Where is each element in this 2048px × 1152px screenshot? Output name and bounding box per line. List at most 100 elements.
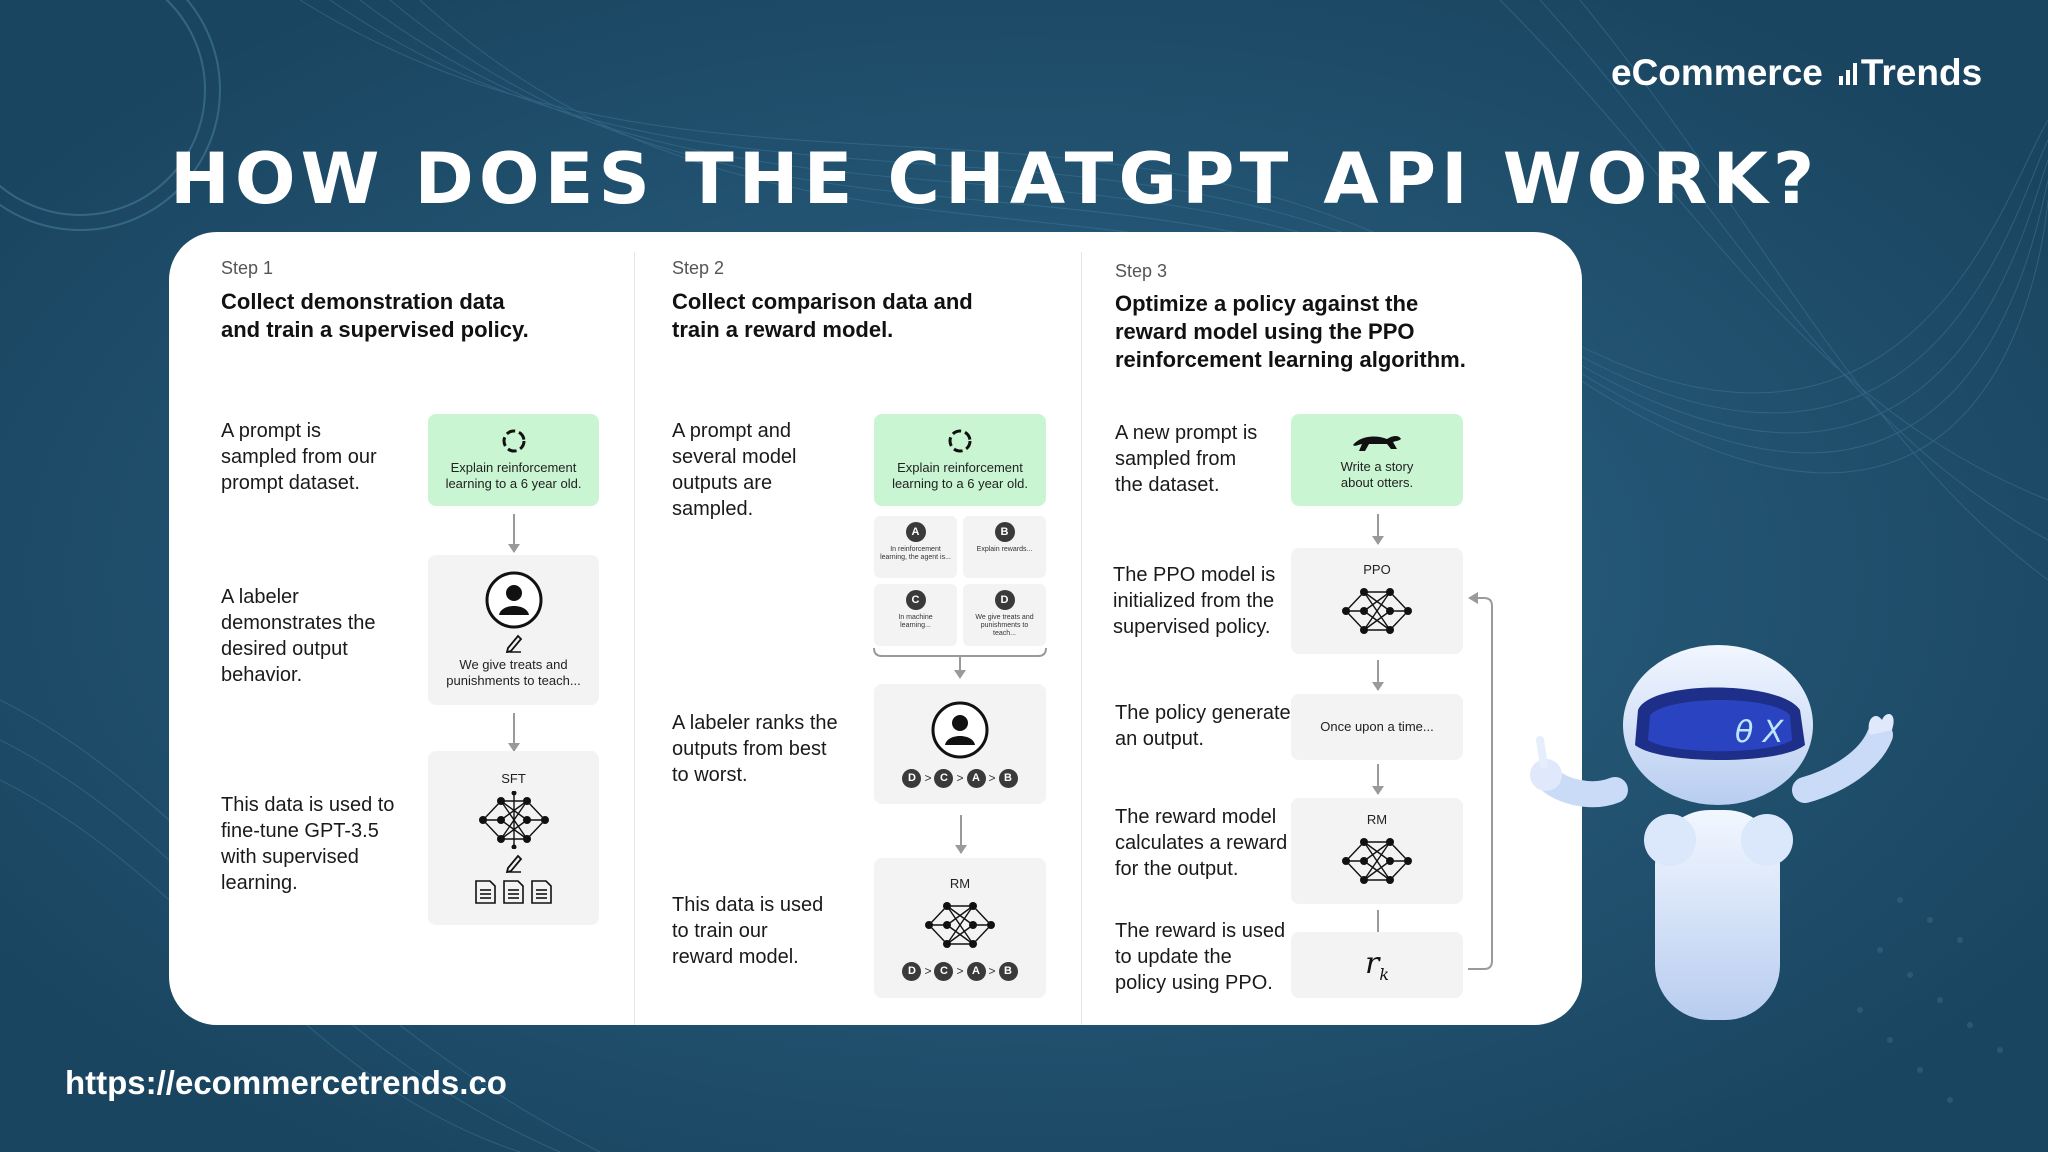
step-description: This data is used to train our reward mo…: [672, 892, 823, 970]
pencil-icon: [505, 634, 522, 653]
desc-line: for the output.: [1115, 858, 1239, 880]
neural-network-icon: [925, 901, 995, 948]
desc-line: A prompt is: [221, 420, 322, 442]
neural-network-icon: [478, 791, 549, 849]
heading-line: Optimize a policy against the: [1115, 291, 1419, 316]
output-letter: D: [994, 590, 1015, 610]
step-heading: Collect comparison data and train a rewa…: [672, 288, 973, 344]
desc-line: fine-tune GPT-3.5: [221, 820, 379, 842]
output-text: We give treats and punishments to teach.…: [975, 614, 1034, 637]
rank-item: C: [934, 961, 954, 981]
heading-line: Collect comparison data and: [672, 289, 973, 314]
feedback-loop-arrow: [1468, 592, 1493, 970]
model-label: SFT: [501, 771, 526, 786]
desc-line: A prompt and: [672, 420, 791, 442]
model-output-c: C In machine learning...: [874, 584, 957, 646]
prompt-text: Write a story: [1340, 459, 1414, 474]
step-label: Step 3: [1115, 261, 1168, 281]
reward-model-box: RM: [1291, 798, 1463, 904]
desc-line: outputs from best: [672, 738, 827, 760]
output-letter: B: [994, 522, 1015, 542]
down-arrow: [1372, 514, 1384, 545]
desc-line: initialized from the: [1113, 590, 1275, 612]
person-icon: [485, 571, 542, 629]
model-label: PPO: [1363, 562, 1391, 577]
desc-line: the dataset.: [1115, 474, 1220, 496]
desc-line: an output.: [1115, 728, 1204, 750]
person-icon: [931, 701, 989, 758]
model-label: RM: [949, 875, 971, 891]
desc-line: The PPO model is: [1113, 564, 1276, 586]
desc-line: sampled.: [672, 498, 754, 520]
rank-item: D: [902, 961, 922, 981]
desc-line: supervised policy.: [1113, 616, 1271, 638]
labeler-box: We give treats and punishments to teach.…: [428, 555, 599, 705]
desc-line: A labeler ranks the: [672, 712, 838, 734]
rank-item: C: [934, 768, 954, 788]
prompt-text: about otters.: [1340, 475, 1414, 490]
desc-line: sampled from our: [221, 446, 377, 468]
ranking-row: D> C> A> B: [902, 768, 1018, 788]
desc-line: several model: [672, 446, 797, 468]
desc-line: to train our: [672, 920, 768, 942]
neural-network-icon: [1342, 588, 1412, 634]
heading-line: Collect demonstration data: [221, 289, 505, 314]
bars-icon: [1838, 61, 1857, 85]
prompt-box: Write a story about otters.: [1291, 414, 1463, 506]
heading-line: train a reward model.: [672, 317, 894, 342]
column-divider: [634, 252, 635, 1025]
step-description: A prompt is sampled from our prompt data…: [221, 418, 377, 496]
desc-line: This data is used: [672, 894, 824, 916]
desc-line: sampled from: [1115, 448, 1237, 470]
prompt-box: Explain reinforcement learning to a 6 ye…: [428, 414, 599, 506]
robot-mascot: θ X: [1530, 645, 1894, 1020]
output-text: In machine learning...: [898, 614, 933, 629]
diagram-card: Step 1 Collect demonstration data and tr…: [169, 232, 1582, 1025]
desc-line: desired output: [221, 638, 348, 660]
model-label: RM: [1366, 812, 1388, 827]
desc-line: This data is used to: [221, 794, 395, 816]
rank-item: B: [998, 768, 1018, 788]
website-url[interactable]: https://ecommercetrends.co: [65, 1064, 507, 1101]
pencil-icon: [505, 854, 522, 873]
down-arrow: [955, 815, 967, 854]
heading-line: and train a supervised policy.: [221, 317, 529, 342]
rank-item: B: [998, 961, 1018, 981]
output-text: Explain rewards...: [976, 546, 1033, 553]
reward-symbol: rk: [1365, 946, 1389, 984]
sft-model-box: SFT: [428, 751, 599, 925]
step-3-column: Step 3 Optimize a policy against the rew…: [1081, 232, 1582, 1025]
desc-line: behavior.: [221, 664, 303, 686]
output-text: Once upon a time...: [1320, 719, 1434, 734]
desc-line: The reward model: [1115, 806, 1277, 828]
step-heading: Optimize a policy against the reward mod…: [1115, 290, 1466, 374]
page-title: HOW DOES THE CHATGPT API WORK?: [170, 138, 1820, 220]
neural-network-icon: [1342, 838, 1412, 884]
prompt-text: learning to a 6 year old.: [445, 476, 582, 491]
refresh-icon: [502, 429, 525, 453]
labeler-rank-box: D> C> A> B: [874, 684, 1046, 804]
demo-text: We give treats and: [459, 657, 568, 672]
down-arrow: [1372, 660, 1384, 691]
reward-model-box: RM D> C> A> B: [874, 858, 1046, 998]
desc-line: with supervised: [221, 846, 359, 868]
desc-line: A labeler: [221, 586, 299, 608]
rank-item: A: [966, 768, 986, 788]
refresh-icon: [948, 429, 972, 453]
down-arrow: [508, 713, 520, 752]
desc-line: The policy generates: [1115, 702, 1301, 724]
step-description: The policy generates an output.: [1115, 700, 1301, 752]
step-description: A labeler demonstrates the desired outpu…: [221, 584, 376, 688]
heading-line: reinforcement learning algorithm.: [1115, 347, 1466, 372]
step-description: A prompt and several model outputs are s…: [672, 418, 797, 522]
down-arrow: [1372, 764, 1384, 795]
prompt-box: Explain reinforcement learning to a 6 ye…: [874, 414, 1046, 506]
desc-line: to worst.: [672, 764, 748, 786]
output-text: In reinforcement learning, the agent is.…: [880, 546, 951, 561]
svg-text:θ X: θ X: [1735, 715, 1785, 750]
desc-line: to update the: [1115, 946, 1232, 968]
reward-box: rk: [1291, 932, 1463, 998]
column-divider: [1081, 252, 1082, 1025]
bracket-arrow: [873, 647, 1047, 679]
output-letter: C: [905, 590, 926, 610]
